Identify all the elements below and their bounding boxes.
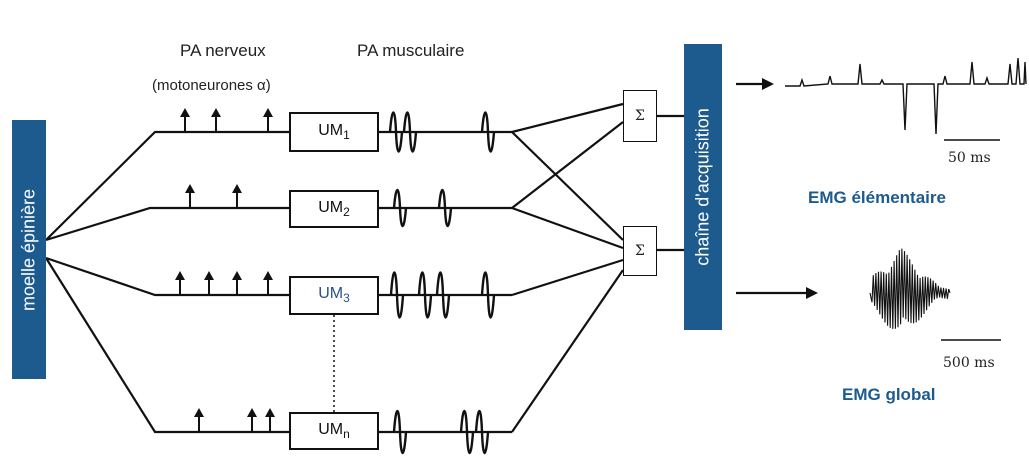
muscle-ap-label: PA musculaire [357,41,465,60]
summation-symbol-2: Σ [635,243,645,259]
muscle-ap-1-3 [480,111,496,153]
nerve-spike-head-2-2 [232,184,242,193]
motor-unit-label-3: UM3 [318,285,350,306]
nerve-spike-head-3-1 [175,271,185,280]
muscle-ap-2-1 [392,188,408,228]
acquisition-chain-label: chaîne d'acquisition [692,108,713,266]
muscle-action-potentials [388,111,496,455]
summation-box-global: Σ [623,226,657,276]
elementary-emg-trace [785,57,1027,135]
arrow-elementary-head [762,78,774,90]
muscle-ap-1-1 [388,111,404,153]
nerve-spike-head-3-4 [263,271,273,280]
nerve-line-4 [45,257,289,434]
nerve-line-2 [45,206,289,242]
nerve-spike-head-3-2 [204,271,214,280]
emg-traces [785,57,1027,329]
arrow-global-head [806,287,818,299]
motor-unit-box-1: UM1 [289,112,379,152]
link-umn-sigma2 [511,269,624,433]
link-um1-sigma2 [511,131,624,241]
motor-unit-label-2: UM2 [318,198,350,220]
link-um3-sigma2 [511,258,624,297]
nerve-line-1 [45,130,289,241]
nerve-spike-head-3-3 [232,271,242,280]
nerve-spike-head-4-2 [247,408,257,417]
nerve-spike-head-1-1 [180,108,190,117]
emg-elementary-label: EMG élémentaire [808,188,946,207]
nerve-spike-head-1-2 [211,108,221,117]
nerve-action-potentials [175,108,275,432]
link-um2-sigma1 [511,121,624,209]
muscle-ap-4-3 [474,409,490,455]
motor-unit-label-1: UM1 [318,121,350,143]
nerve-ap-label: PA nerveux [180,41,266,60]
muscle-ap-3-2 [417,271,433,319]
muscle-ap-1-2 [402,111,418,153]
emg-global-label: EMG global [842,385,936,404]
link-um2-sigma2 [511,206,624,250]
muscle-ap-3-3 [435,271,451,319]
motor-unit-box-n: UMn [289,412,379,450]
nerve-line-3 [45,256,289,297]
nerve-spike-head-2-1 [185,184,195,193]
motor-unit-box-3: UM3 [289,276,379,315]
global-emg-trace [869,248,951,329]
motor-unit-box-2: UM2 [289,190,379,228]
muscle-ap-3-4 [480,271,496,319]
muscle-ap-4-2 [459,409,475,455]
link-um1-sigma1 [511,102,624,134]
acquisition-chain-bar: chaîne d'acquisition [684,44,722,330]
summation-box-elementary: Σ [623,90,657,142]
spinal-cord-bar: moelle épinière [12,120,46,379]
muscle-ap-2-2 [437,188,453,228]
spinal-cord-label: moelle épinière [18,188,39,311]
muscle-ap-3-1 [389,271,405,319]
motoneurons-label: (motoneurones α) [152,77,271,94]
nerve-spike-head-4-1 [194,408,204,417]
scale-50ms-label: 50 ms [948,150,991,166]
nerve-spike-head-1-3 [263,108,273,117]
summation-symbol-1: Σ [635,108,645,124]
scale-500ms-label: 500 ms [943,355,995,371]
motor-unit-label-n: UMn [318,420,350,442]
nerve-spike-head-4-3 [265,408,275,417]
muscle-ap-4-1 [392,409,408,455]
